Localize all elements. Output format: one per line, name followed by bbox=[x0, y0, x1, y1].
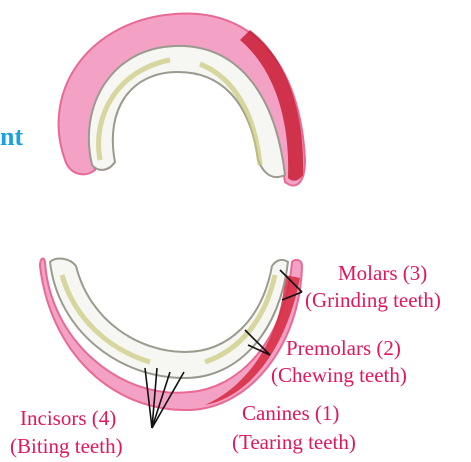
premolars-desc: (Chewing teeth) bbox=[271, 365, 407, 386]
incisors-label: Incisors (4) bbox=[20, 408, 116, 429]
premolars-label: Premolars (2) bbox=[286, 338, 401, 359]
upper-jaw bbox=[59, 14, 305, 186]
title-fragment: nt bbox=[0, 124, 23, 150]
canines-desc: (Tearing teeth) bbox=[232, 432, 356, 453]
molars-desc: (Grinding teeth) bbox=[305, 290, 441, 311]
lower-jaw bbox=[40, 259, 302, 411]
incisors-desc: (Biting teeth) bbox=[10, 436, 123, 457]
molars-label: Molars (3) bbox=[338, 263, 427, 284]
canines-label: Canines (1) bbox=[242, 403, 339, 424]
